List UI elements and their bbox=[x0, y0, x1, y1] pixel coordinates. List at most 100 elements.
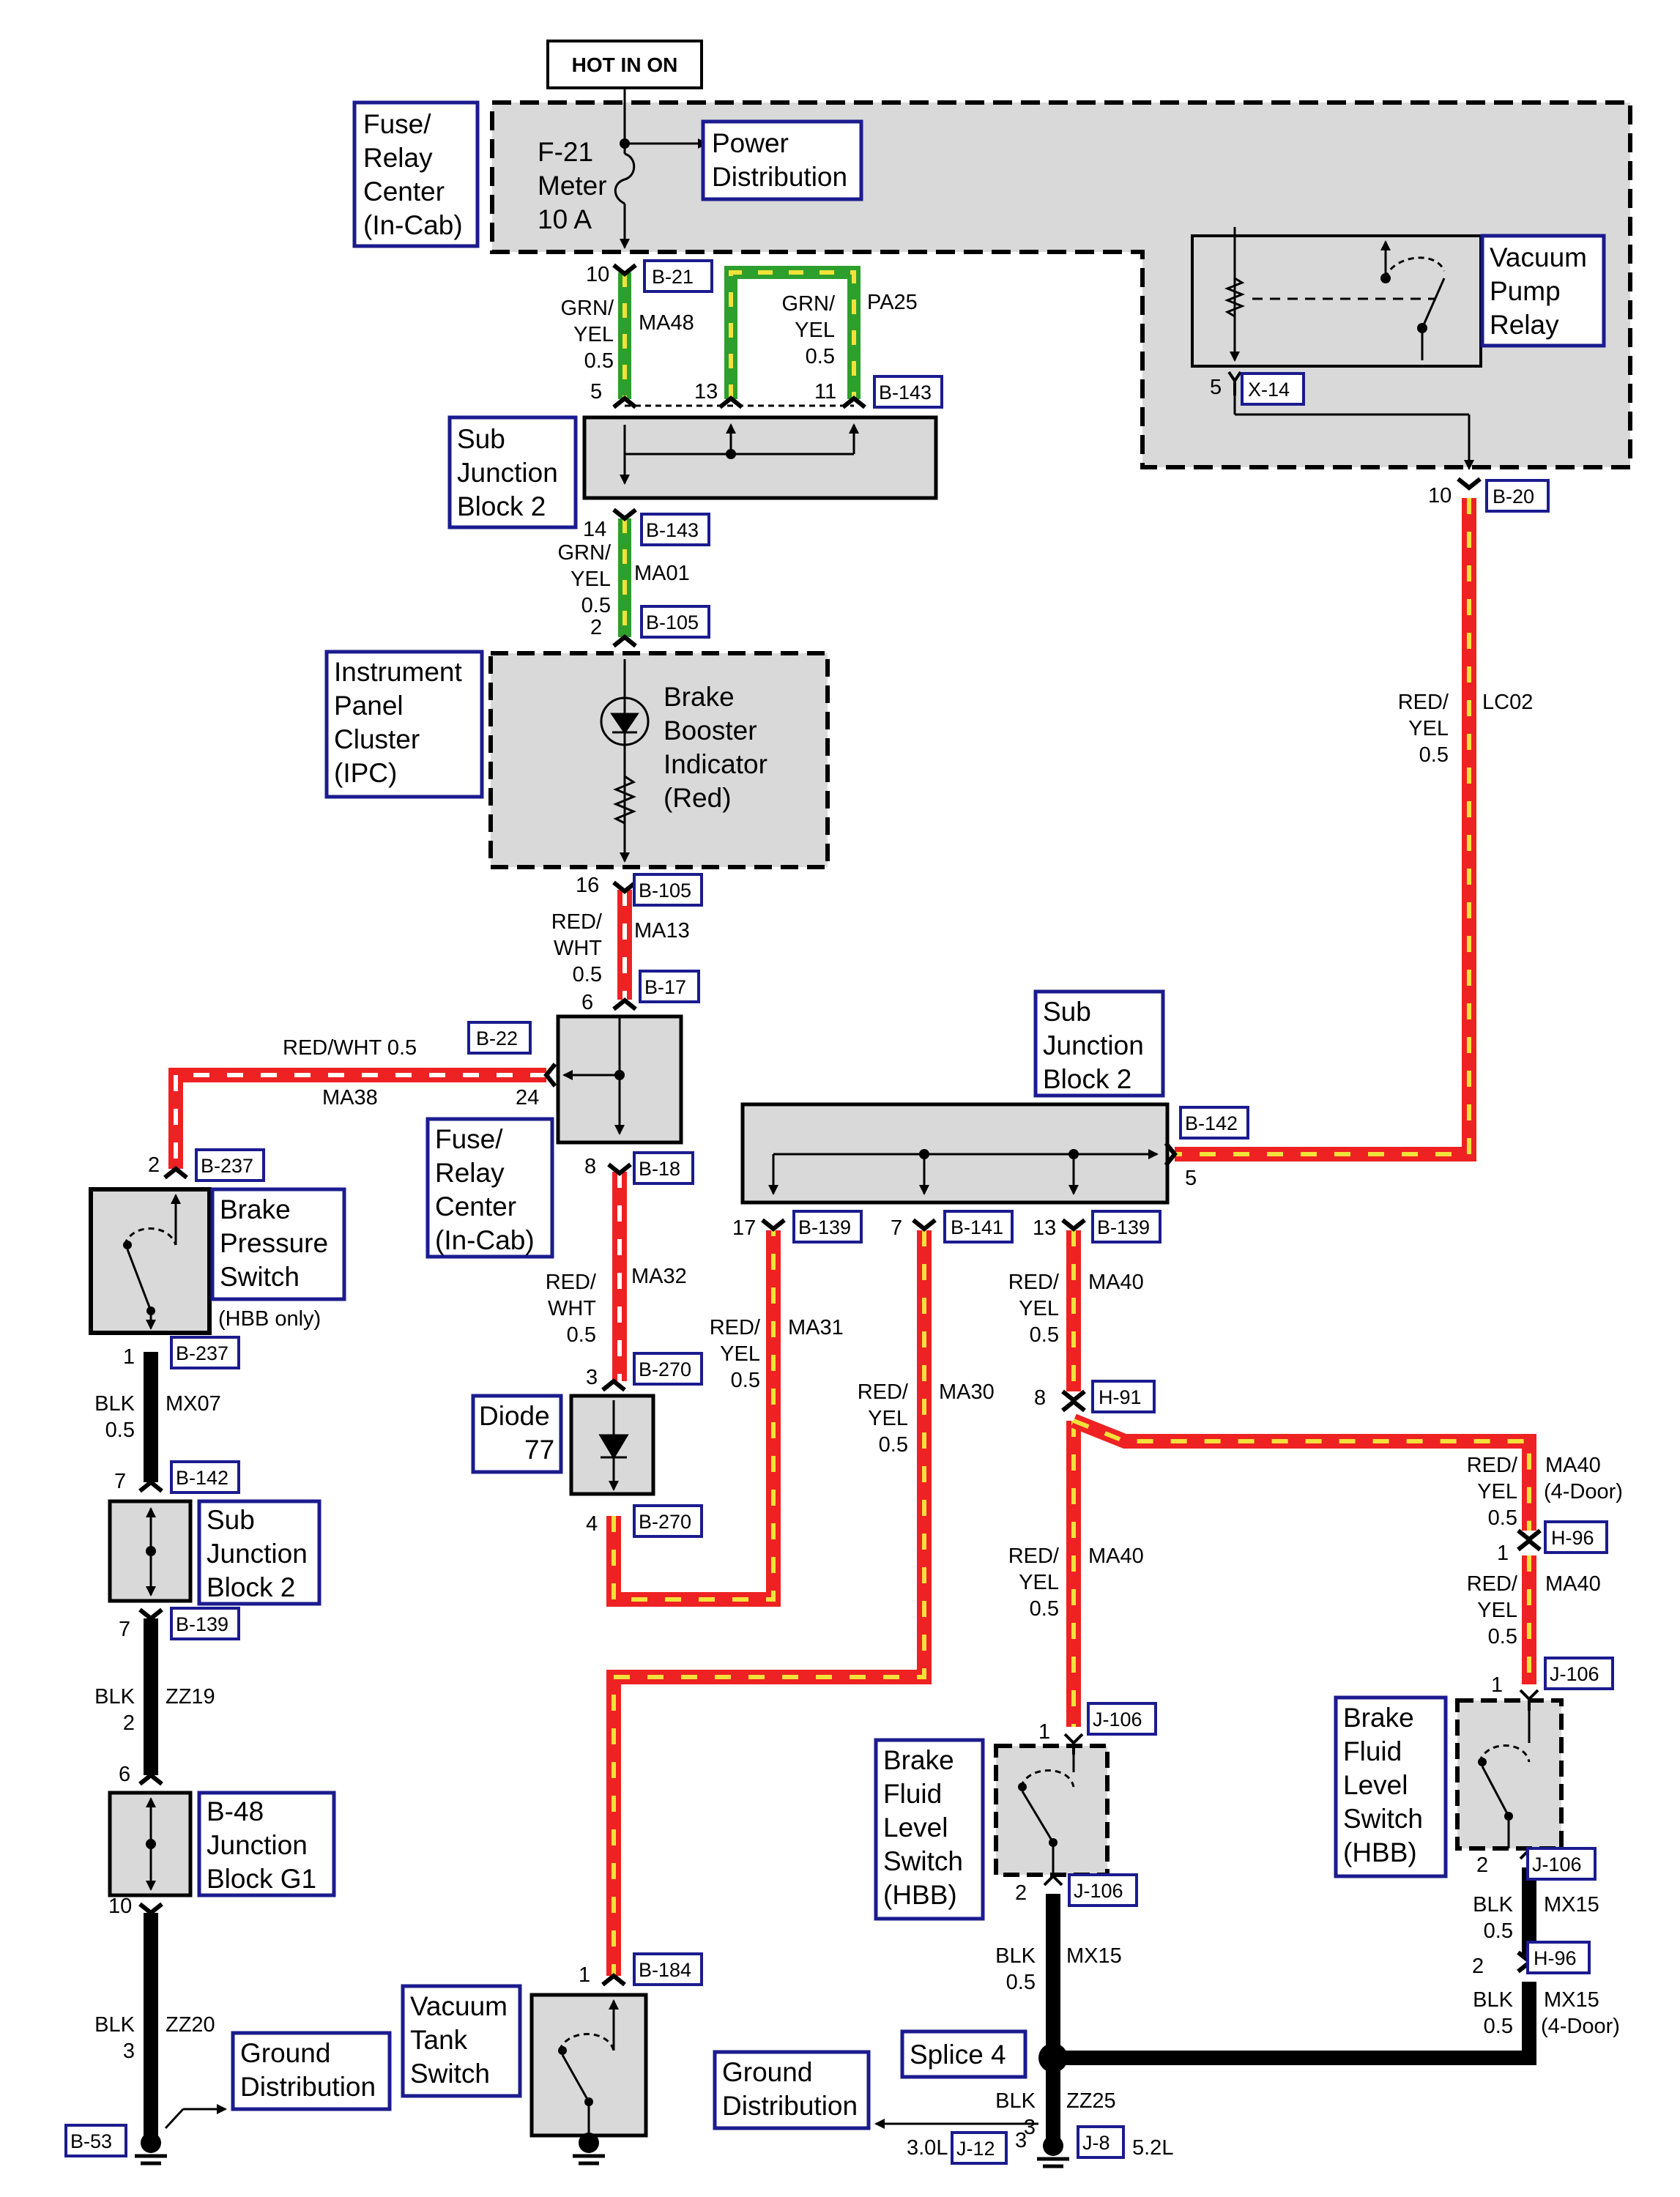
wire-pa25 bbox=[724, 266, 861, 399]
svg-text:Block 2: Block 2 bbox=[207, 1572, 295, 1602]
svg-text:0.5: 0.5 bbox=[1484, 2015, 1513, 2038]
svg-text:5.2L: 5.2L bbox=[1132, 2136, 1173, 2160]
svg-text:B-21: B-21 bbox=[652, 266, 694, 288]
svg-text:Meter: Meter bbox=[538, 171, 607, 201]
svg-text:B-270: B-270 bbox=[639, 1511, 691, 1533]
svg-text:3.0L: 3.0L bbox=[907, 2136, 948, 2160]
fuse-f21-label: F-21 Meter 10 A bbox=[538, 137, 607, 234]
svg-text:MA32: MA32 bbox=[631, 1265, 687, 1288]
svg-text:J-8: J-8 bbox=[1082, 2132, 1110, 2154]
power-distribution-label[interactable]: Power Distribution bbox=[701, 119, 863, 201]
svg-text:BLK: BLK bbox=[94, 2013, 135, 2037]
svg-text:B-142: B-142 bbox=[176, 1467, 228, 1489]
ground-distribution-left-label[interactable]: Ground Distribution bbox=[231, 2031, 392, 2111]
svg-text:2: 2 bbox=[1472, 1955, 1484, 1978]
svg-text:MX15: MX15 bbox=[1066, 1944, 1122, 1968]
pin-numbers: 10 5 13 11 5 10 14 2 16 6 24 8 5 2 1 17 … bbox=[108, 263, 1509, 2152]
svg-text:BLK: BLK bbox=[995, 1944, 1036, 1968]
svg-text:0.5: 0.5 bbox=[105, 1419, 135, 1442]
svg-text:0.5: 0.5 bbox=[1006, 1971, 1036, 1994]
svg-text:YEL: YEL bbox=[1477, 1480, 1517, 1503]
svg-text:Power: Power bbox=[712, 128, 789, 158]
wire-mx15-right-b bbox=[1053, 1982, 1536, 2065]
svg-text:6: 6 bbox=[119, 1763, 130, 1786]
svg-text:J-106: J-106 bbox=[1074, 1880, 1123, 1902]
ipc-label: Instrument Panel Cluster (IPC) bbox=[324, 650, 484, 799]
svg-text:Fuse/: Fuse/ bbox=[363, 109, 431, 139]
svg-text:Center: Center bbox=[435, 1192, 516, 1222]
svg-text:(HBB): (HBB) bbox=[883, 1880, 957, 1910]
svg-text:Switch: Switch bbox=[883, 1846, 963, 1876]
svg-text:0.5: 0.5 bbox=[1488, 1625, 1517, 1648]
svg-text:Block 2: Block 2 bbox=[457, 491, 546, 521]
svg-text:0.5: 0.5 bbox=[567, 1323, 596, 1347]
svg-text:B-184: B-184 bbox=[639, 1959, 691, 1981]
b48-junction-block-label: B-48 Junction Block G1 bbox=[197, 1791, 336, 1897]
wire-ma38 bbox=[168, 1068, 546, 1169]
svg-text:J-106: J-106 bbox=[1093, 1709, 1142, 1731]
ground-symbol-bottom bbox=[1037, 2135, 1069, 2168]
svg-text:1: 1 bbox=[1497, 1542, 1509, 1565]
svg-text:13: 13 bbox=[694, 380, 718, 404]
svg-text:J-106: J-106 bbox=[1532, 1854, 1582, 1876]
svg-text:Ground: Ground bbox=[722, 2057, 812, 2087]
svg-text:B-139: B-139 bbox=[1097, 1216, 1150, 1238]
svg-text:BLK: BLK bbox=[1473, 1893, 1513, 1917]
sub-junction-block-left-label: Sub Junction Block 2 bbox=[197, 1499, 321, 1606]
svg-text:Fuse/: Fuse/ bbox=[435, 1124, 503, 1154]
svg-text:Center: Center bbox=[363, 176, 445, 207]
svg-text:B-17: B-17 bbox=[644, 976, 686, 998]
ground-symbol-left bbox=[135, 2133, 167, 2166]
vacuum-tank-switch-label: Vacuum Tank Switch bbox=[401, 1984, 522, 2098]
svg-text:Fluid: Fluid bbox=[1343, 1736, 1402, 1766]
svg-text:7: 7 bbox=[891, 1216, 902, 1240]
ground-distribution-bottom-label[interactable]: Ground Distribution bbox=[713, 2050, 871, 2130]
svg-text:10: 10 bbox=[108, 1895, 132, 1918]
svg-text:4: 4 bbox=[586, 1512, 598, 1536]
svg-text:ZZ20: ZZ20 bbox=[166, 2013, 215, 2037]
svg-text:B-105: B-105 bbox=[646, 611, 699, 633]
svg-text:J-12: J-12 bbox=[956, 2138, 995, 2160]
svg-text:RED/: RED/ bbox=[546, 1271, 597, 1294]
svg-text:11: 11 bbox=[814, 380, 836, 404]
svg-text:Level: Level bbox=[883, 1813, 948, 1843]
svg-text:RED/: RED/ bbox=[858, 1380, 909, 1404]
svg-text:Junction: Junction bbox=[207, 1830, 308, 1860]
svg-text:(In-Cab): (In-Cab) bbox=[435, 1225, 535, 1255]
svg-text:MX07: MX07 bbox=[166, 1392, 221, 1416]
svg-text:8: 8 bbox=[584, 1155, 596, 1178]
svg-text:BLK: BLK bbox=[94, 1685, 135, 1709]
svg-text:Panel: Panel bbox=[334, 691, 404, 721]
svg-text:B-20: B-20 bbox=[1493, 486, 1534, 508]
svg-text:5: 5 bbox=[590, 380, 602, 404]
svg-text:MX15: MX15 bbox=[1544, 1988, 1599, 2012]
svg-text:7: 7 bbox=[114, 1470, 126, 1493]
hot-in-on-box bbox=[546, 40, 703, 89]
svg-text:MA01: MA01 bbox=[634, 562, 690, 585]
svg-text:Ground: Ground bbox=[240, 2038, 330, 2068]
svg-text:5: 5 bbox=[1210, 376, 1222, 399]
svg-text:RED/: RED/ bbox=[1398, 691, 1449, 714]
svg-text:B-139: B-139 bbox=[798, 1216, 851, 1238]
svg-text:0.5: 0.5 bbox=[1030, 1323, 1059, 1347]
svg-text:YEL: YEL bbox=[868, 1407, 908, 1430]
svg-text:GRN/: GRN/ bbox=[782, 292, 836, 316]
svg-text:10 A: 10 A bbox=[538, 204, 592, 234]
svg-text:0.5: 0.5 bbox=[1484, 1919, 1513, 1943]
svg-text:RED/: RED/ bbox=[710, 1316, 761, 1339]
svg-text:H-91: H-91 bbox=[1099, 1386, 1142, 1408]
svg-text:(4-Door): (4-Door) bbox=[1541, 2015, 1620, 2038]
svg-text:Junction: Junction bbox=[1043, 1030, 1144, 1060]
svg-text:2: 2 bbox=[1015, 1881, 1027, 1905]
svg-text:Block 2: Block 2 bbox=[1043, 1064, 1131, 1094]
svg-text:B-141: B-141 bbox=[951, 1216, 1003, 1238]
svg-text:8: 8 bbox=[1034, 1386, 1046, 1410]
svg-text:Relay: Relay bbox=[363, 143, 433, 173]
svg-text:3: 3 bbox=[1024, 2116, 1036, 2139]
svg-text:0.5: 0.5 bbox=[1488, 1506, 1517, 1530]
svg-text:B-105: B-105 bbox=[639, 880, 691, 902]
svg-text:Diode: Diode bbox=[479, 1401, 550, 1431]
brake-fluid-level-switch-left-box bbox=[994, 1744, 1110, 1877]
svg-text:MA30: MA30 bbox=[939, 1380, 995, 1404]
